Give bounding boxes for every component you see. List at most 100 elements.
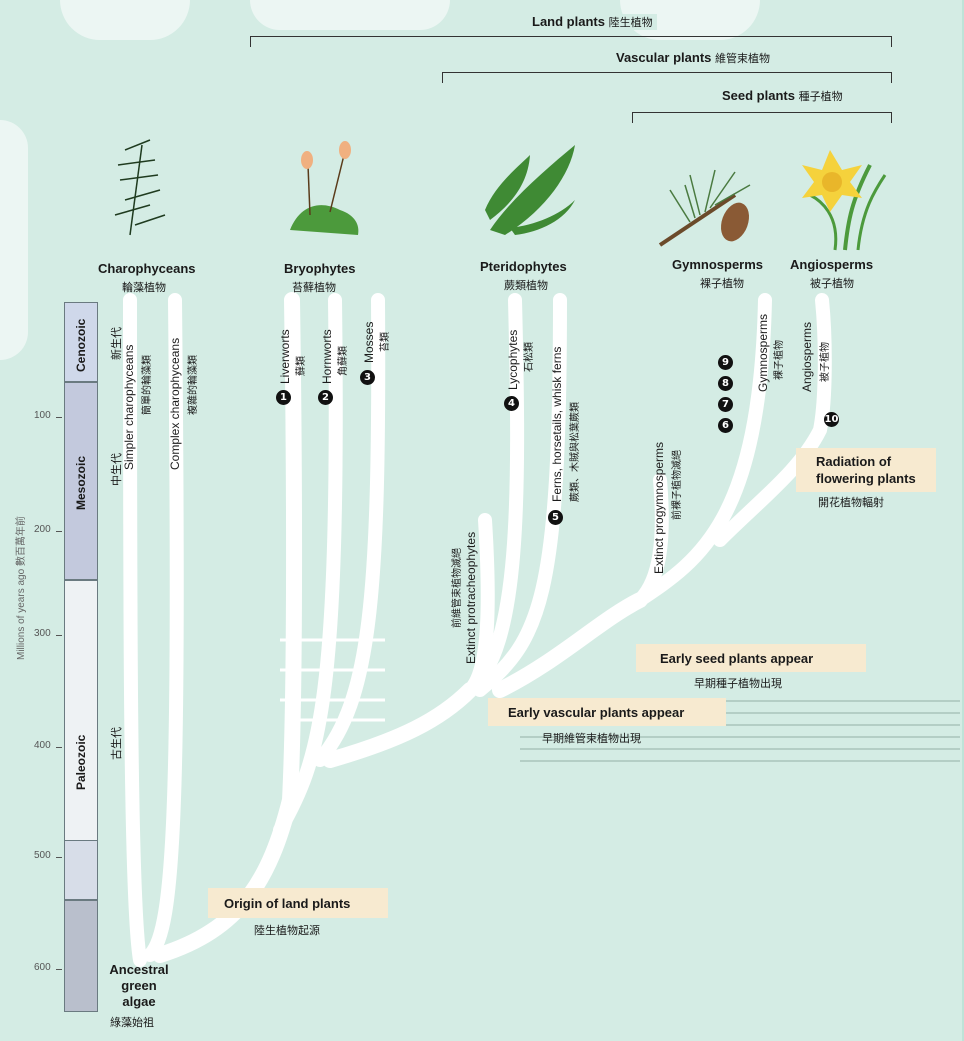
mosses-number: 3: [360, 370, 375, 385]
vascular-plants-zh: 維管束植物: [715, 53, 770, 65]
era-paleozoic-zh: 古生代: [108, 727, 124, 760]
early-vascular-plants-callout: Early vascular plants appear: [488, 698, 726, 726]
gymnosperms-zh: 裸子植物: [700, 275, 744, 291]
early-vascular-plants-en: Early vascular plants appear: [508, 705, 684, 720]
early-seed-plants-callout: Early seed plants appear: [636, 644, 866, 672]
tick-mark: [56, 531, 62, 532]
radiation-line1: Radiation of: [816, 454, 891, 469]
origin-land-plants-callout: Origin of land plants: [208, 888, 388, 918]
era-paleozoic-band: [64, 840, 98, 900]
ferns-zh: 蕨類、木賊與松葉蕨類: [566, 402, 581, 502]
era-cenozoic-zh: 新生代: [108, 327, 124, 360]
seed-plants-zh: 種子植物: [799, 91, 843, 103]
gymnosperm-number-7: 7: [718, 397, 733, 412]
tick-mark: [56, 747, 62, 748]
ancestral-line3: algae: [104, 994, 174, 1010]
gymnosperms-title: Gymnosperms: [672, 257, 763, 272]
mosses-label: Mosses: [362, 322, 376, 363]
origin-land-plants-en: Origin of land plants: [224, 896, 350, 911]
gymnosperm-number-6: 6: [718, 418, 733, 433]
angiosperms-zh: 被子植物: [810, 275, 854, 291]
liverworts-number: 1: [276, 390, 291, 405]
radiation-callout: Radiation of flowering plants: [796, 448, 936, 492]
simpler-charophyceans-zh: 簡單的輪藻類: [138, 355, 153, 415]
tick-300: 300: [34, 628, 51, 639]
vascular-plants-en: Vascular plants: [616, 50, 711, 65]
radiation-line2: flowering plants: [816, 471, 916, 486]
hornworts-label: Hornworts: [320, 329, 334, 384]
gymnosperms-line-label: Gymnosperms: [756, 314, 770, 392]
vascular-plants-bracket: [442, 72, 892, 83]
gymnosperms-line-zh: 裸子植物: [770, 340, 785, 380]
tick-100: 100: [34, 410, 51, 421]
ancestral-line2: green: [104, 978, 174, 994]
pine-cone-branch-icon: [660, 170, 754, 245]
ferns-label: Ferns, horsetails, whisk ferns: [550, 347, 564, 502]
early-seed-plants-en: Early seed plants appear: [660, 651, 813, 666]
land-plants-bracket: [250, 36, 892, 47]
extinct-protracheophytes-label: Extinct protracheophytes: [464, 532, 478, 664]
radiation-zh: 開花植物輻射: [818, 494, 884, 510]
bryophytes-title: Bryophytes: [284, 261, 356, 276]
ancestral-line1: Ancestral: [104, 962, 174, 978]
angiosperm-number-10: 10: [824, 412, 839, 427]
ancestral-green-algae-label: Ancestral green algae: [104, 962, 174, 1010]
tick-400: 400: [34, 740, 51, 751]
fern-frond-icon: [485, 145, 575, 235]
era-mesozoic-label: Mesozoic: [74, 456, 88, 510]
early-vascular-plants-zh: 早期維管束植物出現: [542, 730, 641, 746]
early-seed-plants-zh: 早期種子植物出現: [694, 675, 782, 691]
land-plants-zh: 陸生植物: [609, 17, 653, 29]
mosses-zh: 苔類: [376, 332, 391, 352]
charophycean-alga-icon: [115, 140, 165, 235]
tick-mark: [56, 969, 62, 970]
era-cenozoic-label: Cenozoic: [74, 319, 88, 372]
seed-plants-bracket: [632, 112, 892, 123]
lycophytes-label: Lycophytes: [506, 330, 520, 390]
extinct-progymnosperms-zh: 前裸子植物滅絕: [668, 450, 683, 520]
bryophytes-zh: 苔蘚植物: [292, 279, 336, 295]
land-plants-en: Land plants: [532, 14, 605, 29]
ferns-number: 5: [548, 510, 563, 525]
ancestral-zh: 綠藻始祖: [110, 1014, 154, 1030]
extinct-progymnosperms-label: Extinct progymnosperms: [652, 442, 666, 574]
lycophytes-number: 4: [504, 396, 519, 411]
bryophyte-sporophyte-icon: [290, 141, 358, 235]
pteridophytes-title: Pteridophytes: [480, 259, 567, 274]
gymnosperm-number-9: 9: [718, 355, 733, 370]
tick-500: 500: [34, 850, 51, 861]
vascular-plants-label: Vascular plants 維管束植物: [612, 50, 774, 66]
tick-200: 200: [34, 524, 51, 535]
time-axis-label: Millions of years ago 數百萬年前: [12, 516, 27, 660]
land-plants-label: Land plants 陸生植物: [528, 14, 657, 30]
extinct-protracheophytes-zh: 前維管束植物滅絕: [448, 548, 463, 628]
tick-mark: [56, 635, 62, 636]
origin-land-plants-zh: 陸生植物起源: [254, 922, 320, 938]
hornworts-number: 2: [318, 390, 333, 405]
complex-charophyceans-zh: 複雜的輪藻類: [184, 355, 199, 415]
era-precambrian: [64, 900, 98, 1012]
tick-mark: [56, 417, 62, 418]
complex-charophyceans-label: Complex charophyceans: [168, 338, 182, 470]
seed-plants-label: Seed plants 種子植物: [718, 88, 847, 104]
charophyceans-zh: 輪藻植物: [122, 279, 166, 295]
angiosperms-line-zh: 被子植物: [816, 342, 831, 382]
era-mesozoic-zh: 中生代: [108, 453, 124, 486]
hornworts-zh: 角蘚類: [334, 346, 349, 376]
angiosperms-line-label: Angiosperms: [800, 322, 814, 392]
pteridophytes-zh: 蕨類植物: [504, 277, 548, 293]
liverworts-zh: 蘚類: [292, 356, 307, 376]
tick-mark: [56, 857, 62, 858]
lycophytes-zh: 石松類: [520, 342, 535, 372]
simpler-charophyceans-label: Simpler charophyceans: [122, 345, 136, 470]
tick-600: 600: [34, 962, 51, 973]
charophyceans-title: Charophyceans: [98, 261, 196, 276]
daffodil-flower-icon: [802, 150, 885, 250]
gymnosperm-number-8: 8: [718, 376, 733, 391]
liverworts-label: Liverworts: [278, 329, 292, 384]
angiosperms-title: Angiosperms: [790, 257, 873, 272]
era-paleozoic-label: Paleozoic: [74, 735, 88, 790]
seed-plants-en: Seed plants: [722, 88, 795, 103]
